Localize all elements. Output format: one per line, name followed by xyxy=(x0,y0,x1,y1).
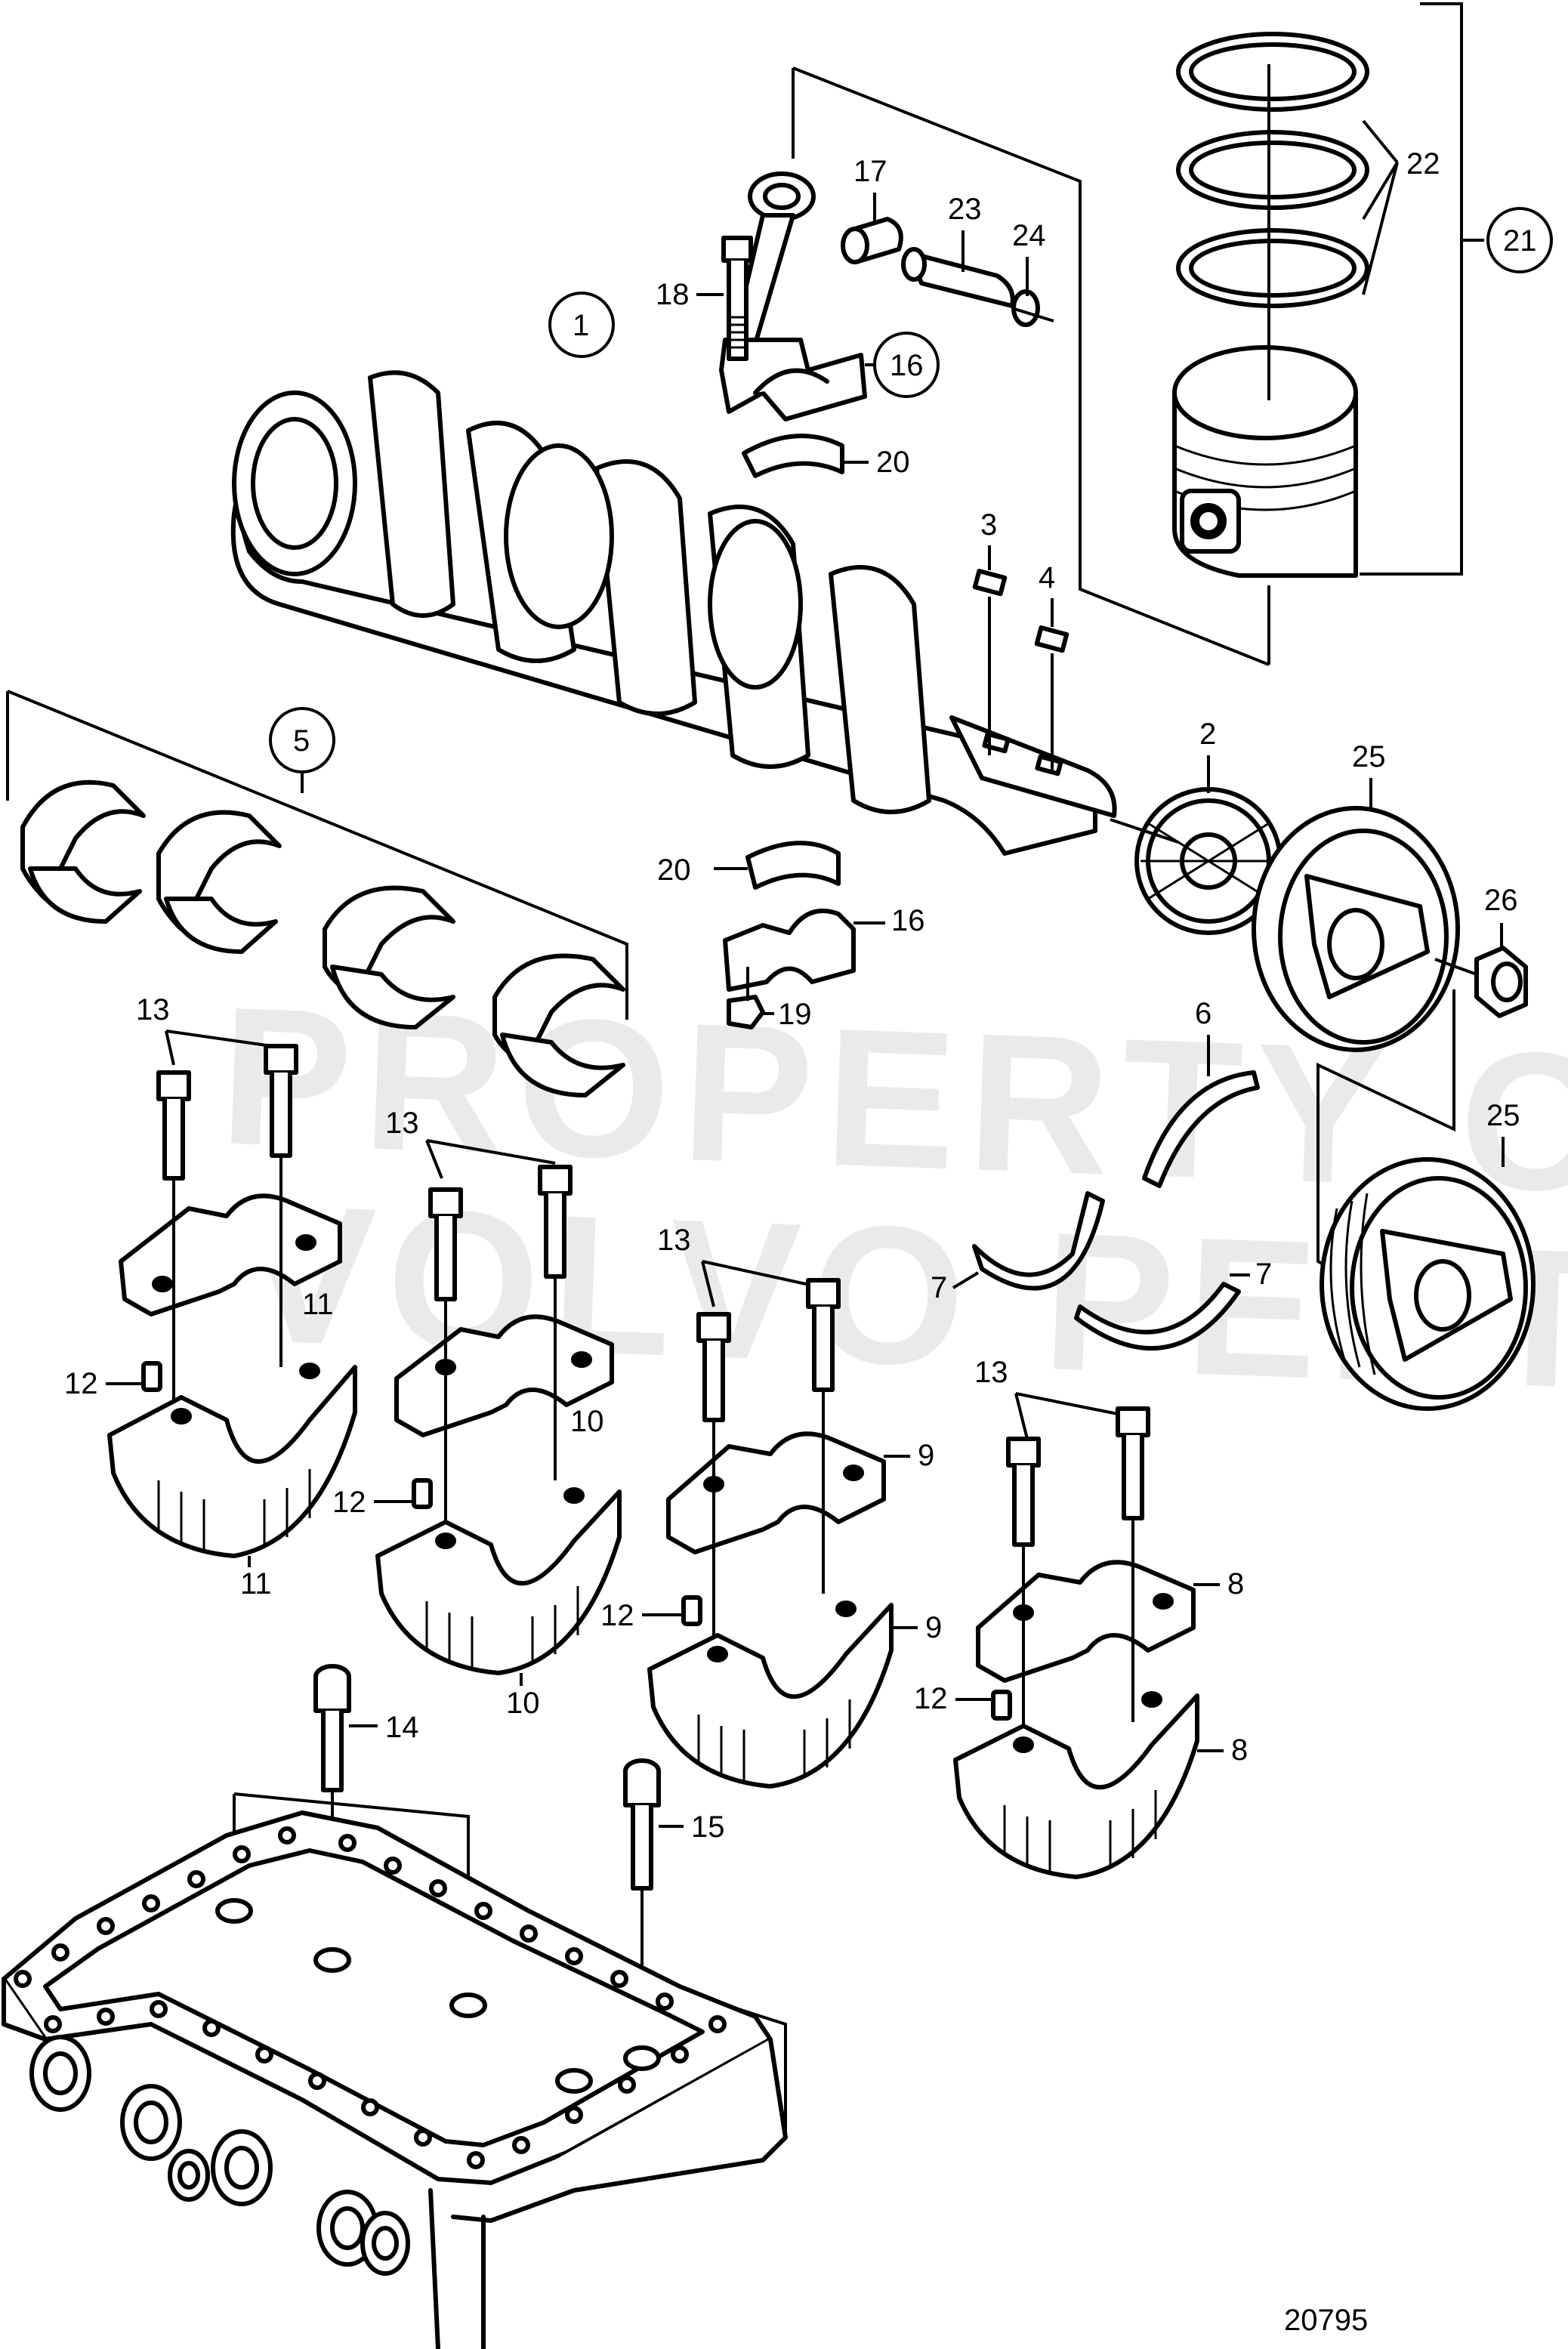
main-bearing-cap-11-lower xyxy=(107,1363,357,1558)
callout-13-b: 13 xyxy=(385,1107,419,1140)
dowel-12-d xyxy=(991,1690,1012,1721)
callout-8-upper: 8 xyxy=(1227,1567,1244,1600)
callout-21: 21 xyxy=(1503,224,1537,258)
thrust-washer-7-right xyxy=(1074,1282,1241,1351)
bearing-shell-lower xyxy=(745,841,841,890)
piston-pin xyxy=(901,247,1015,308)
thrust-washer-6 xyxy=(1142,1070,1260,1188)
callout-11-lower: 11 xyxy=(240,1567,272,1600)
main-bearing-cap-9-lower xyxy=(647,1600,894,1789)
callout-4: 4 xyxy=(1039,561,1055,594)
drawing-number: 20795 xyxy=(1284,2304,1368,2337)
callout-10-upper: 10 xyxy=(570,1405,604,1438)
main-bearing-cap-8-lower xyxy=(953,1691,1199,1879)
bolt-13-c1 xyxy=(696,1312,731,1422)
callout-24: 24 xyxy=(1012,219,1046,252)
callout-3: 3 xyxy=(980,508,997,542)
bolt-15 xyxy=(623,1758,661,1891)
callout-20-top: 20 xyxy=(876,446,910,479)
callout-12-a: 12 xyxy=(64,1367,98,1400)
main-bearing-cap-9-upper xyxy=(666,1431,886,1554)
callout-12-d: 12 xyxy=(914,1682,948,1715)
callout-22: 22 xyxy=(1406,147,1440,181)
piston xyxy=(1172,345,1358,578)
bolt-13-b1 xyxy=(428,1187,463,1301)
callout-13-a: 13 xyxy=(136,993,170,1026)
callout-13-c: 13 xyxy=(657,1224,691,1257)
bolt-13-a1 xyxy=(156,1070,191,1181)
woodruff-key-4 xyxy=(1034,625,1070,653)
bolt-14 xyxy=(313,1664,351,1792)
callout-25-bottom: 25 xyxy=(1486,1099,1520,1132)
crankshaft xyxy=(230,370,1117,856)
callout-13-d: 13 xyxy=(974,1356,1008,1389)
callout-25-top: 25 xyxy=(1352,740,1386,773)
conrod-cap xyxy=(723,908,856,992)
main-bearing-cap-11-upper xyxy=(119,1193,342,1316)
bolt-13-d1 xyxy=(1006,1437,1041,1547)
callout-17: 17 xyxy=(853,155,887,188)
bolt-13-d2 xyxy=(1116,1406,1150,1520)
callout-12-b: 12 xyxy=(332,1486,366,1519)
main-bearing-shell-4 xyxy=(492,953,625,1097)
thrust-washer-7-left xyxy=(972,1191,1105,1291)
bolt-13-c2 xyxy=(806,1278,841,1392)
conrod-bolt xyxy=(721,236,753,361)
main-bearing-cap-8-upper xyxy=(976,1560,1196,1683)
callout-10-lower: 10 xyxy=(506,1687,540,1720)
bearing-shell-upper xyxy=(742,434,844,478)
callout-6: 6 xyxy=(1195,997,1211,1030)
callout-15: 15 xyxy=(691,1810,725,1844)
pulley-lower xyxy=(1320,1157,1536,1411)
main-bearing-shell-1 xyxy=(20,779,146,924)
dowel-12-a xyxy=(141,1361,162,1392)
callout-23: 23 xyxy=(948,193,982,226)
callout-5: 5 xyxy=(293,724,310,758)
callout-16-top: 16 xyxy=(890,349,924,382)
callout-9-lower: 9 xyxy=(925,1611,942,1644)
main-bearing-shell-3 xyxy=(323,885,455,1029)
callout-7-right: 7 xyxy=(1255,1258,1272,1291)
callout-2: 2 xyxy=(1199,718,1216,751)
main-bearing-cap-10-upper xyxy=(394,1314,614,1437)
circlip xyxy=(1011,289,1040,327)
bolt-13-a2 xyxy=(264,1044,298,1158)
callout-16-bottom: 16 xyxy=(891,904,925,937)
bolt-13-b2 xyxy=(538,1165,573,1279)
callout-11-upper: 11 xyxy=(302,1288,334,1321)
pulley-upper xyxy=(1252,806,1460,1052)
callout-26: 26 xyxy=(1484,884,1518,917)
conrod-nut xyxy=(727,995,765,1029)
bearing-bridge-frame xyxy=(2,1810,788,2349)
dowel-12-b xyxy=(412,1478,433,1509)
callout-1: 1 xyxy=(573,309,589,342)
callout-12-c: 12 xyxy=(600,1599,634,1632)
callout-7-left: 7 xyxy=(931,1271,947,1304)
callout-14: 14 xyxy=(385,1711,419,1744)
dowel-12-c xyxy=(681,1595,702,1626)
woodruff-key-3 xyxy=(972,568,1008,597)
callout-19: 19 xyxy=(778,998,812,1031)
main-bearing-cap-10-lower xyxy=(375,1487,622,1675)
callout-18: 18 xyxy=(656,278,690,311)
callout-9-upper: 9 xyxy=(918,1439,934,1472)
piston-rings xyxy=(1176,32,1369,308)
nut xyxy=(1474,946,1528,1018)
small-end-bushing xyxy=(841,217,903,264)
callout-20-bottom: 20 xyxy=(657,853,691,887)
main-bearing-shell-2 xyxy=(156,810,282,954)
callout-8-lower: 8 xyxy=(1231,1733,1248,1767)
